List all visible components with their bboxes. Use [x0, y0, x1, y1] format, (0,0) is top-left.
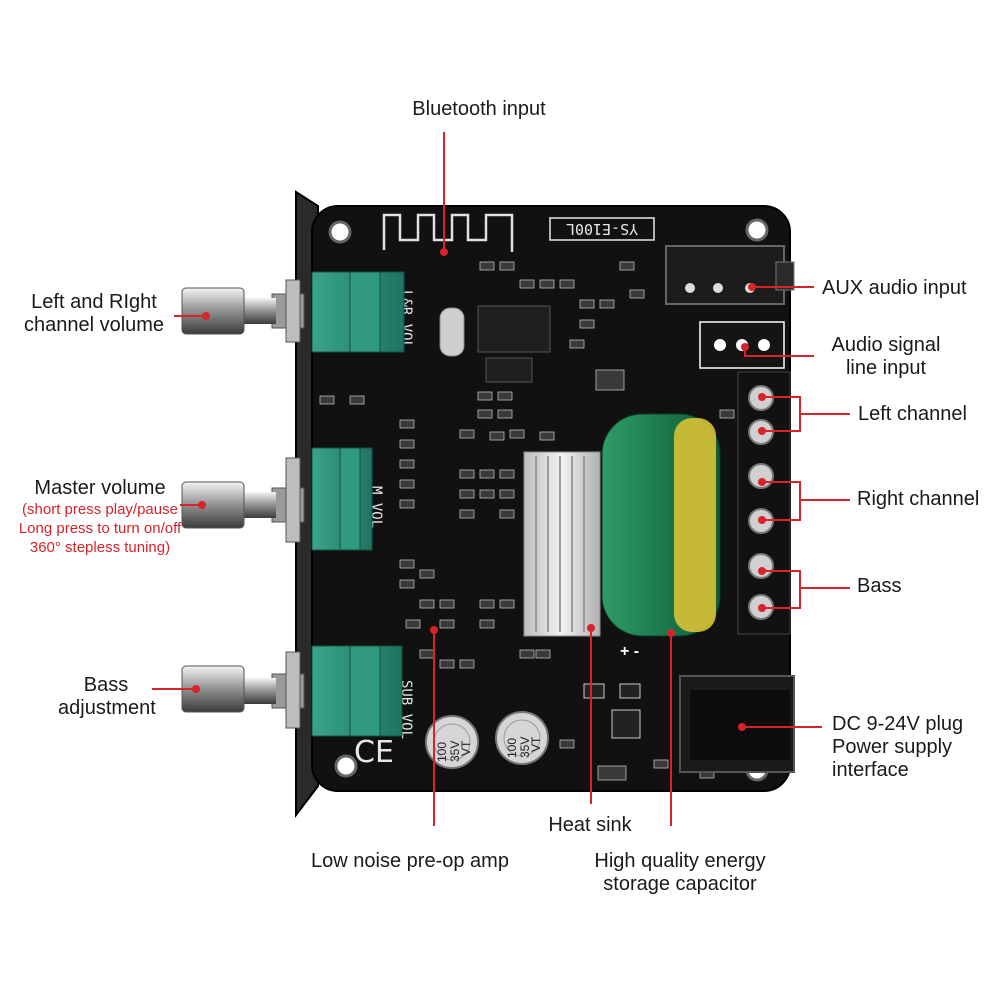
lr-volume-knob[interactable]	[181, 279, 305, 343]
cap-text: 35V	[448, 741, 462, 762]
cap-text: 100	[435, 742, 449, 762]
pointer-dots	[192, 248, 766, 731]
mount-hole	[745, 218, 769, 242]
label-line: Left and RIght	[31, 291, 157, 313]
master-volume-knob[interactable]	[181, 457, 305, 543]
master-volume-potentiometer	[311, 447, 373, 551]
label-heat-sink: Heat sink	[548, 814, 632, 836]
label-line: line input	[845, 357, 927, 379]
label-aux-input: AUX audio input	[822, 277, 967, 299]
aux-jack-barrel	[775, 261, 795, 291]
label-bluetooth-input: Bluetooth input	[412, 98, 546, 120]
cap-text: VT	[459, 740, 473, 756]
label-dc-plug: DC 9-24V plug Power supply interface	[832, 713, 963, 782]
power-transistor	[583, 683, 605, 699]
bluetooth-chip	[477, 305, 551, 353]
label-note: Long press to turn on/off	[18, 520, 182, 537]
bass-knob[interactable]	[181, 651, 305, 729]
label-line: Master volume	[34, 477, 166, 499]
label-bass-adjustment: Bass adjustment	[58, 674, 156, 720]
label-note: (short press play/pause	[22, 501, 178, 518]
label-line: channel volume	[23, 314, 165, 336]
label-line: Power supply	[832, 736, 953, 758]
label-line: High quality energy	[594, 850, 766, 872]
label-right-channel: Right channel	[857, 488, 980, 510]
label-preamp: Low noise pre-op amp	[311, 850, 509, 872]
label-line: storage capacitor	[603, 873, 757, 895]
label-note: 360° stepless tuning)	[29, 539, 171, 556]
small-capacitor	[495, 711, 549, 765]
label-lr-volume: Left and RIght channel volume	[10, 291, 178, 337]
cap-text: VT	[529, 736, 543, 752]
label-line: Bass	[83, 674, 129, 696]
capacitor-band	[674, 418, 716, 632]
mount-hole	[334, 754, 358, 778]
label-master-volume: Master volume (short press play/pause Lo…	[8, 477, 192, 557]
cap-text: 35V	[518, 737, 532, 758]
preamp-chip	[485, 357, 533, 383]
label-left-channel: Left channel	[858, 403, 967, 425]
polarity-marker: + -	[620, 643, 639, 660]
label-line: DC 9-24V plug	[832, 713, 964, 735]
mount-hole	[328, 220, 352, 244]
model-box	[549, 217, 655, 241]
ce-mark: CE	[354, 735, 394, 770]
lr-volume-potentiometer	[311, 271, 405, 353]
label-bass-channel: Bass	[857, 575, 902, 597]
aux-jack	[665, 245, 785, 305]
bass-potentiometer	[311, 645, 403, 737]
label-line: interface	[832, 759, 909, 781]
smd-components	[319, 261, 735, 781]
speaker-terminal-block	[737, 371, 791, 635]
label-line: Audio signal	[831, 334, 941, 356]
cap-text: 100	[505, 738, 519, 758]
power-transistor	[619, 683, 641, 699]
crystal	[439, 307, 465, 357]
label-capacitor: High quality energy storage capacitor	[570, 850, 790, 896]
model-text: YS-E100L	[566, 220, 638, 238]
label-line: adjustment	[58, 697, 156, 719]
pointer-lines	[152, 132, 850, 826]
label-line-input: Audio signal line input	[820, 334, 952, 380]
power-transistor	[611, 709, 641, 739]
